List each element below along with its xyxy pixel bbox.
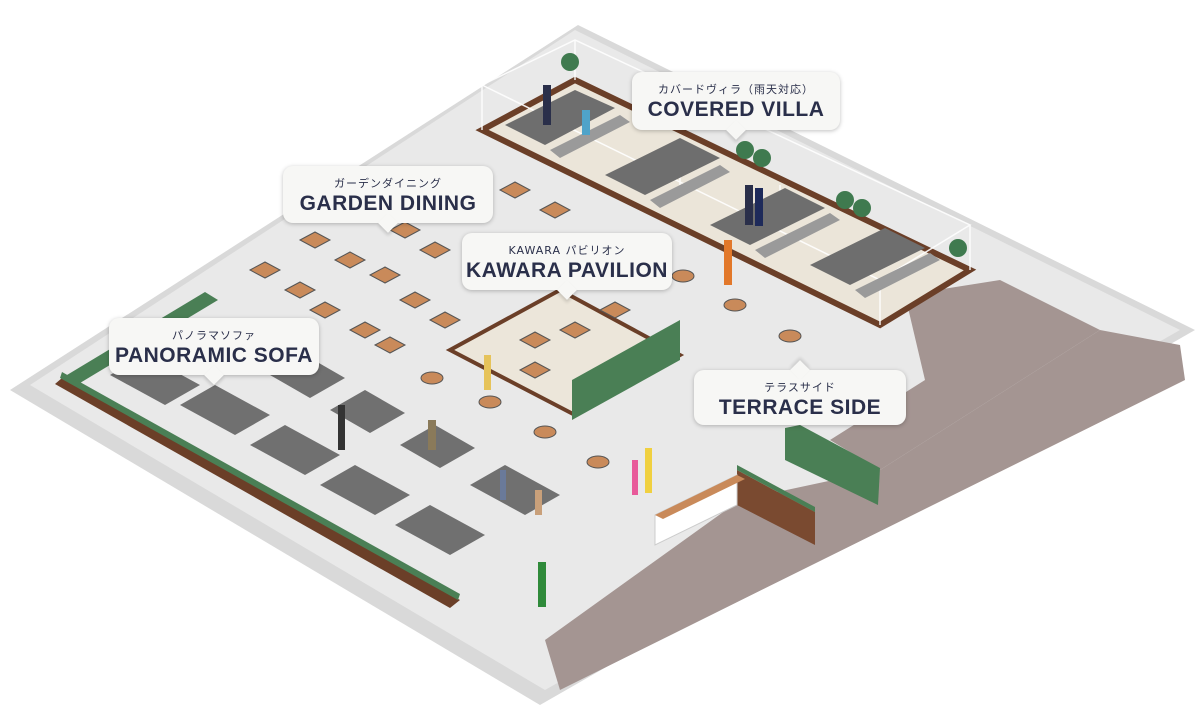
panoramic-sofa-jp: パノラマソファ xyxy=(172,329,256,342)
kawara-pavilion-label[interactable]: KAWARA パビリオン KAWARA PAVILION xyxy=(462,233,672,300)
garden-dining-jp: ガーデンダイニング xyxy=(334,177,442,190)
terrace-side-jp: テラスサイド xyxy=(764,381,836,394)
terrace-tables xyxy=(420,269,802,469)
covered-villa-label[interactable]: カバードヴィラ（雨天対応） COVERED VILLA xyxy=(632,72,840,140)
walkway-lower xyxy=(545,330,1185,690)
garden-dining-label[interactable]: ガーデンダイニング GARDEN DINING xyxy=(283,166,493,233)
bar-wall xyxy=(737,470,815,545)
covered-villa-en: COVERED VILLA xyxy=(647,98,825,121)
people xyxy=(338,85,763,607)
potted-trees xyxy=(561,53,967,257)
garden-dining-en: GARDEN DINING xyxy=(299,192,477,215)
panoramic-sofa-label[interactable]: パノラマソファ PANORAMIC SOFA xyxy=(109,318,319,385)
villa-sofas xyxy=(505,90,940,298)
kawara-pavilion-en: KAWARA PAVILION xyxy=(466,259,668,282)
kawara-pavilion-jp: KAWARA パビリオン xyxy=(508,244,626,257)
pavilion-tables xyxy=(518,301,632,379)
terrace-side-label[interactable]: テラスサイド TERRACE SIDE xyxy=(694,360,906,425)
terrace-side-en: TERRACE SIDE xyxy=(718,396,882,419)
pavilion-hedge xyxy=(572,320,680,420)
garden-dining-tables xyxy=(248,181,572,354)
covered-villa-jp: カバードヴィラ（雨天対応） xyxy=(658,83,814,96)
panoramic-sofa-en: PANORAMIC SOFA xyxy=(115,344,313,367)
panoramic-planter-long xyxy=(55,378,460,608)
terrace-planter xyxy=(785,425,880,505)
